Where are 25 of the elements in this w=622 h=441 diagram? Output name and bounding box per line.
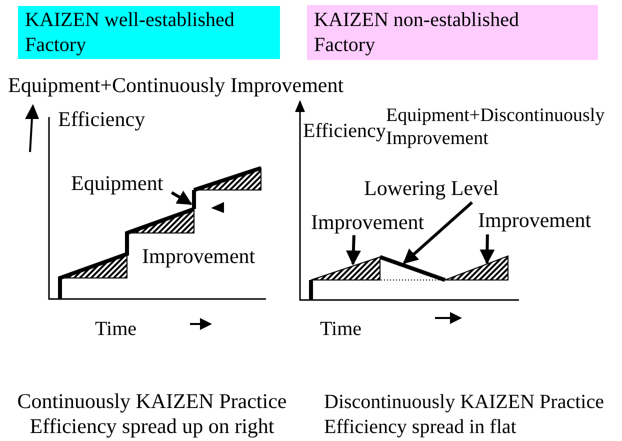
axis-label: Efficiency bbox=[303, 120, 386, 142]
axis-label: Time bbox=[320, 318, 363, 340]
hatched-triangle bbox=[444, 255, 508, 280]
arrow bbox=[346, 235, 361, 266]
axis-label: Efficiency bbox=[58, 108, 146, 130]
arrow bbox=[480, 234, 495, 264]
callout-label: Equipment bbox=[71, 171, 166, 195]
area-label: Improvement bbox=[142, 245, 256, 267]
callout-label: Lowering Level bbox=[364, 176, 510, 200]
chart-title: Equipment+Continuously Improvement bbox=[8, 74, 345, 96]
title-box: KAIZEN non-established Factory bbox=[307, 5, 598, 60]
caption: Discontinuously KAIZEN Practice bbox=[324, 391, 605, 413]
caption: Continuously KAIZEN Practice bbox=[16, 390, 288, 412]
callout-label: Improvement bbox=[478, 208, 596, 232]
title-box: KAIZEN well-established Factory bbox=[18, 6, 280, 59]
hatched-triangle bbox=[310, 256, 380, 280]
arrow bbox=[170, 190, 192, 206]
lowering-line bbox=[379, 255, 446, 282]
callout-label: Improvement bbox=[311, 210, 427, 234]
caption: Efficiency spread up on right bbox=[28, 415, 276, 437]
caption: Efficiency spread in flat bbox=[324, 416, 518, 438]
step-riser bbox=[192, 190, 196, 209]
axis-label: Time bbox=[95, 318, 138, 340]
chart-title: Equipment+Discontinuously Improvement bbox=[386, 104, 606, 150]
arrow bbox=[402, 201, 474, 264]
